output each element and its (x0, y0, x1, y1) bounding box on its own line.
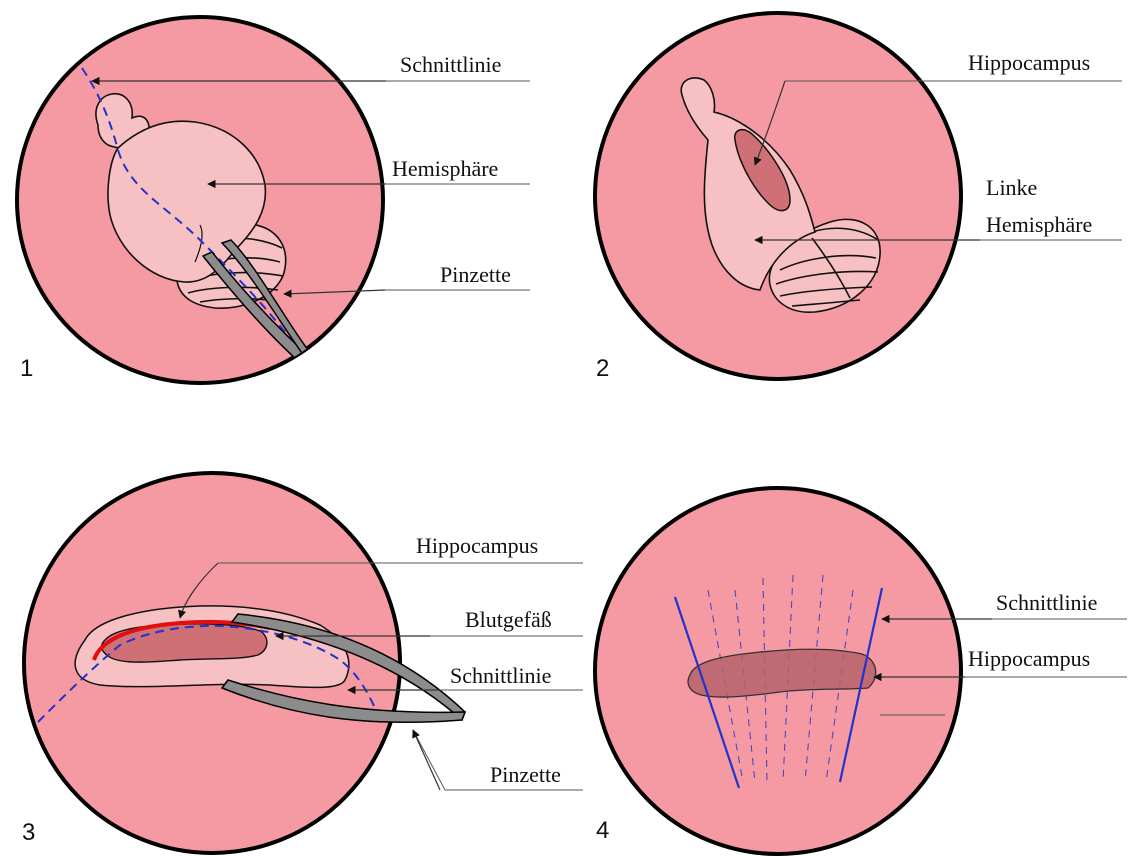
label-forceps-1: Pinzette (440, 262, 511, 287)
label-left-hemisphere-line2: Hemisphäre (986, 212, 1092, 237)
panel-3: Hippocampus Blutgefäß Schnittlinie Pinze… (22, 473, 583, 853)
label-blood-vessel: Blutgefäß (465, 607, 552, 632)
label-forceps-3: Pinzette (490, 762, 561, 787)
panel-number-3: 3 (22, 819, 35, 846)
panel-4: Schnittlinie Hippocampus 4 (595, 488, 1127, 854)
hippocampus-3 (102, 624, 267, 662)
panel-number-2: 2 (596, 355, 609, 382)
panel-2: Hippocampus Linke Hemisphäre 2 (595, 13, 1122, 382)
label-hemisphere-1: Hemisphäre (392, 156, 498, 181)
label-left-hemisphere-line1: Linke (986, 175, 1037, 200)
label-cut-line-3: Schnittlinie (450, 663, 551, 688)
label-cut-line-1: Schnittlinie (400, 52, 501, 77)
panel-number-1: 1 (20, 355, 33, 382)
panel-number-4: 4 (596, 817, 609, 844)
label-hippocampus-2: Hippocampus (968, 50, 1090, 75)
label-hippocampus-4: Hippocampus (968, 646, 1090, 671)
panel-1: Schnittlinie Hemisphäre Pinzette 1 (17, 17, 530, 390)
label-hippocampus-3: Hippocampus (416, 533, 538, 558)
label-cut-line-4: Schnittlinie (996, 590, 1097, 615)
